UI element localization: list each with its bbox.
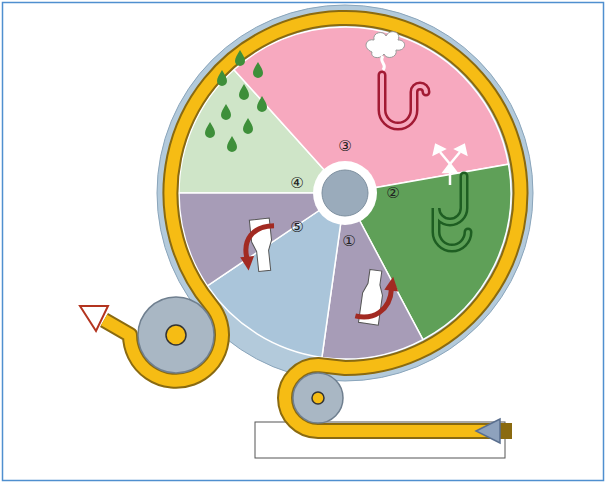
u-tube [436, 176, 468, 248]
frame [3, 3, 604, 481]
roller-axle [312, 392, 324, 404]
hub-gap [313, 161, 377, 225]
sector [234, 27, 509, 193]
drop-icon [243, 118, 253, 134]
hub [322, 170, 368, 216]
callout-number: ① [342, 234, 355, 249]
large-roller [138, 297, 214, 373]
bottle-rotate-icon [236, 218, 278, 274]
bottle-rotate-icon [355, 268, 401, 327]
drop-icon [257, 96, 267, 112]
drop-icon [221, 104, 231, 120]
drop-icon [227, 136, 237, 152]
small-roller [293, 373, 343, 423]
sectors [179, 27, 511, 359]
belt [104, 18, 520, 431]
u-tube [382, 75, 426, 126]
callout-number: ⑤ [290, 220, 303, 235]
steam [382, 56, 385, 70]
output-arrow [80, 306, 108, 331]
callout-number: ③ [338, 139, 351, 154]
drops [205, 50, 267, 152]
drop-icon [205, 122, 215, 138]
callout-number: ② [386, 186, 399, 201]
drop-icon [235, 50, 245, 66]
belt-outline [104, 18, 520, 431]
drop-icon [239, 84, 249, 100]
steam-cloud [366, 32, 405, 58]
roller-axle [166, 325, 186, 345]
input-arrow [476, 419, 500, 443]
callout-number: ④ [290, 176, 303, 191]
drop-icon [253, 62, 263, 78]
air-arrows [434, 145, 466, 185]
drop-icon [217, 70, 227, 86]
